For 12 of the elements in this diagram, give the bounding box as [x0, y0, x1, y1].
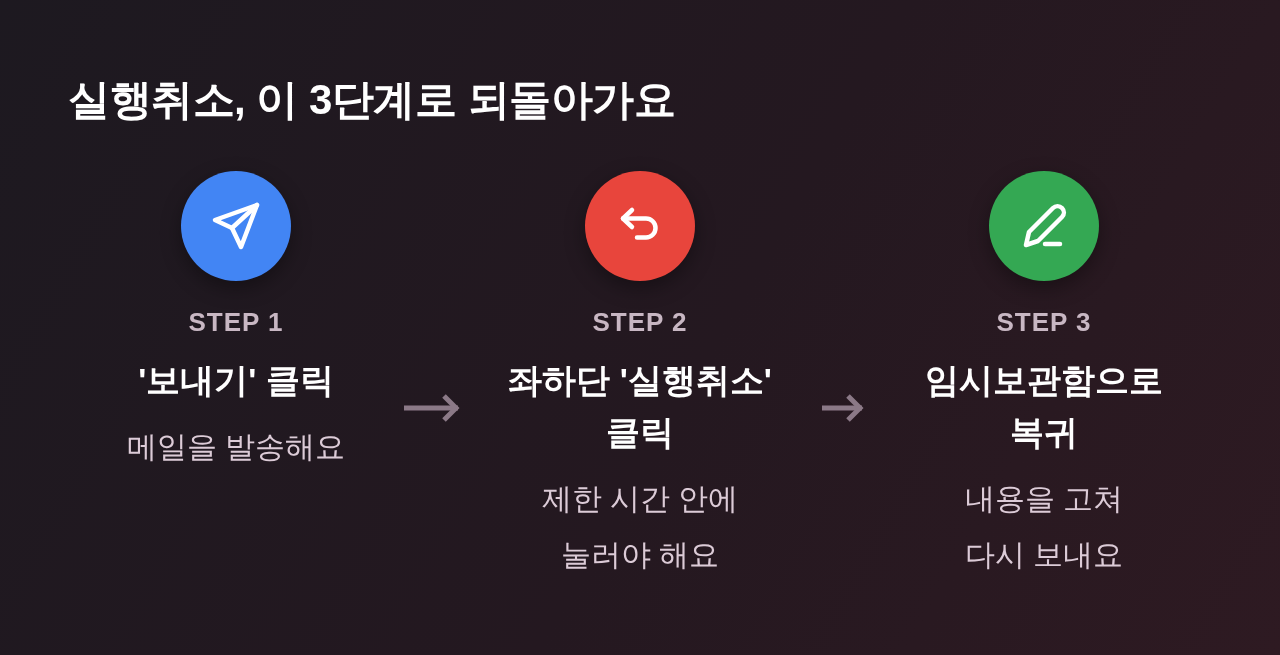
step-heading: '보내기' 클릭	[138, 360, 334, 401]
step-label: STEP 3	[996, 307, 1092, 337]
step-label: STEP 1	[188, 307, 284, 337]
step-heading: 좌하단 '실행취소' 클릭	[507, 360, 773, 453]
step-label: STEP 2	[592, 307, 688, 337]
step-description: 내용을 고쳐 다시 보내요	[963, 481, 1125, 573]
arrow	[404, 393, 459, 423]
step-description: 메일을 발송해요	[126, 429, 346, 465]
step-heading: 임시보관함으로 복귀	[924, 360, 1164, 453]
title: 실행취소, 이 3단계로 되돌아가요	[68, 75, 676, 125]
arrow	[822, 393, 863, 423]
step-description: 제한 시간 안에 눌러야 해요	[540, 481, 740, 573]
